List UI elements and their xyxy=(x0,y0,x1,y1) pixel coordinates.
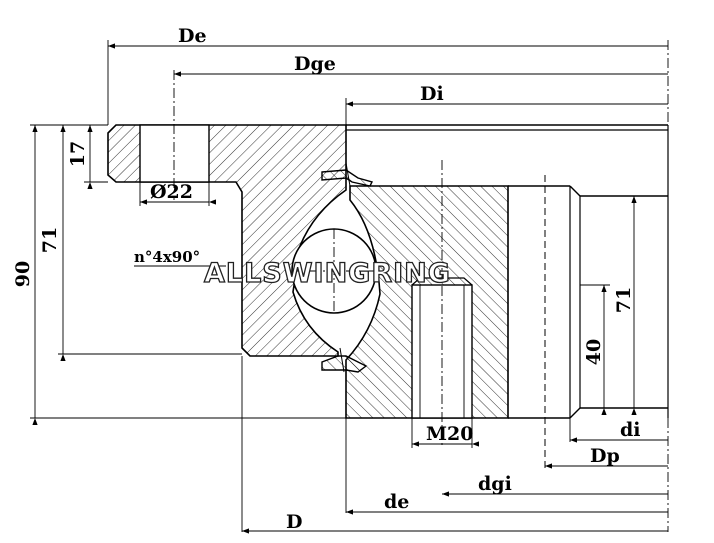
label-71-right: 71 xyxy=(613,287,635,313)
watermark-text: ALLSWINGRING xyxy=(204,258,451,289)
top-seal xyxy=(321,162,374,187)
top-plate-lines xyxy=(346,124,669,183)
dim-D: D xyxy=(242,511,668,534)
ball-element xyxy=(291,228,377,314)
label-D: D xyxy=(286,511,302,533)
label-Dge: Dge xyxy=(294,53,336,75)
dim-90: 90 xyxy=(12,125,38,426)
dim-M20: M20 xyxy=(412,423,480,447)
dim-Dp: Dp xyxy=(545,445,668,469)
label-di: di xyxy=(620,419,641,441)
centerlines xyxy=(173,70,546,468)
dim-dgi: dgi xyxy=(442,473,668,497)
dim-Di: Di xyxy=(346,83,668,107)
label-Dp: Dp xyxy=(590,445,620,467)
dim-de: de xyxy=(346,491,668,515)
outer-ring-section xyxy=(107,124,347,357)
label-Di: Di xyxy=(420,83,444,105)
dim-Dge: Dge xyxy=(174,53,668,77)
label-de: de xyxy=(384,491,409,513)
bottom-seal xyxy=(321,347,368,373)
dim-71-right: 71 xyxy=(613,196,637,416)
label-71-left: 71 xyxy=(39,227,61,253)
dim-d22: Ø22 xyxy=(139,181,217,206)
label-17: 17 xyxy=(67,141,89,167)
label-90: 90 xyxy=(12,261,34,287)
dim-De: De xyxy=(108,25,668,49)
label-De: De xyxy=(178,25,207,47)
label-dgi: dgi xyxy=(478,473,512,495)
inner-ring-section xyxy=(345,185,509,419)
label-40: 40 xyxy=(583,339,605,365)
label-M20: M20 xyxy=(426,423,473,445)
dim-di: di xyxy=(570,419,668,443)
label-d22: Ø22 xyxy=(150,181,193,203)
dim-71-left: 71 xyxy=(39,125,66,362)
dim-40: 40 xyxy=(583,285,607,416)
dim-17: 17 xyxy=(67,125,93,190)
extension-lines xyxy=(30,40,669,532)
gear-teeth-area xyxy=(508,183,669,419)
label-holes: n°4x90° xyxy=(134,248,200,266)
